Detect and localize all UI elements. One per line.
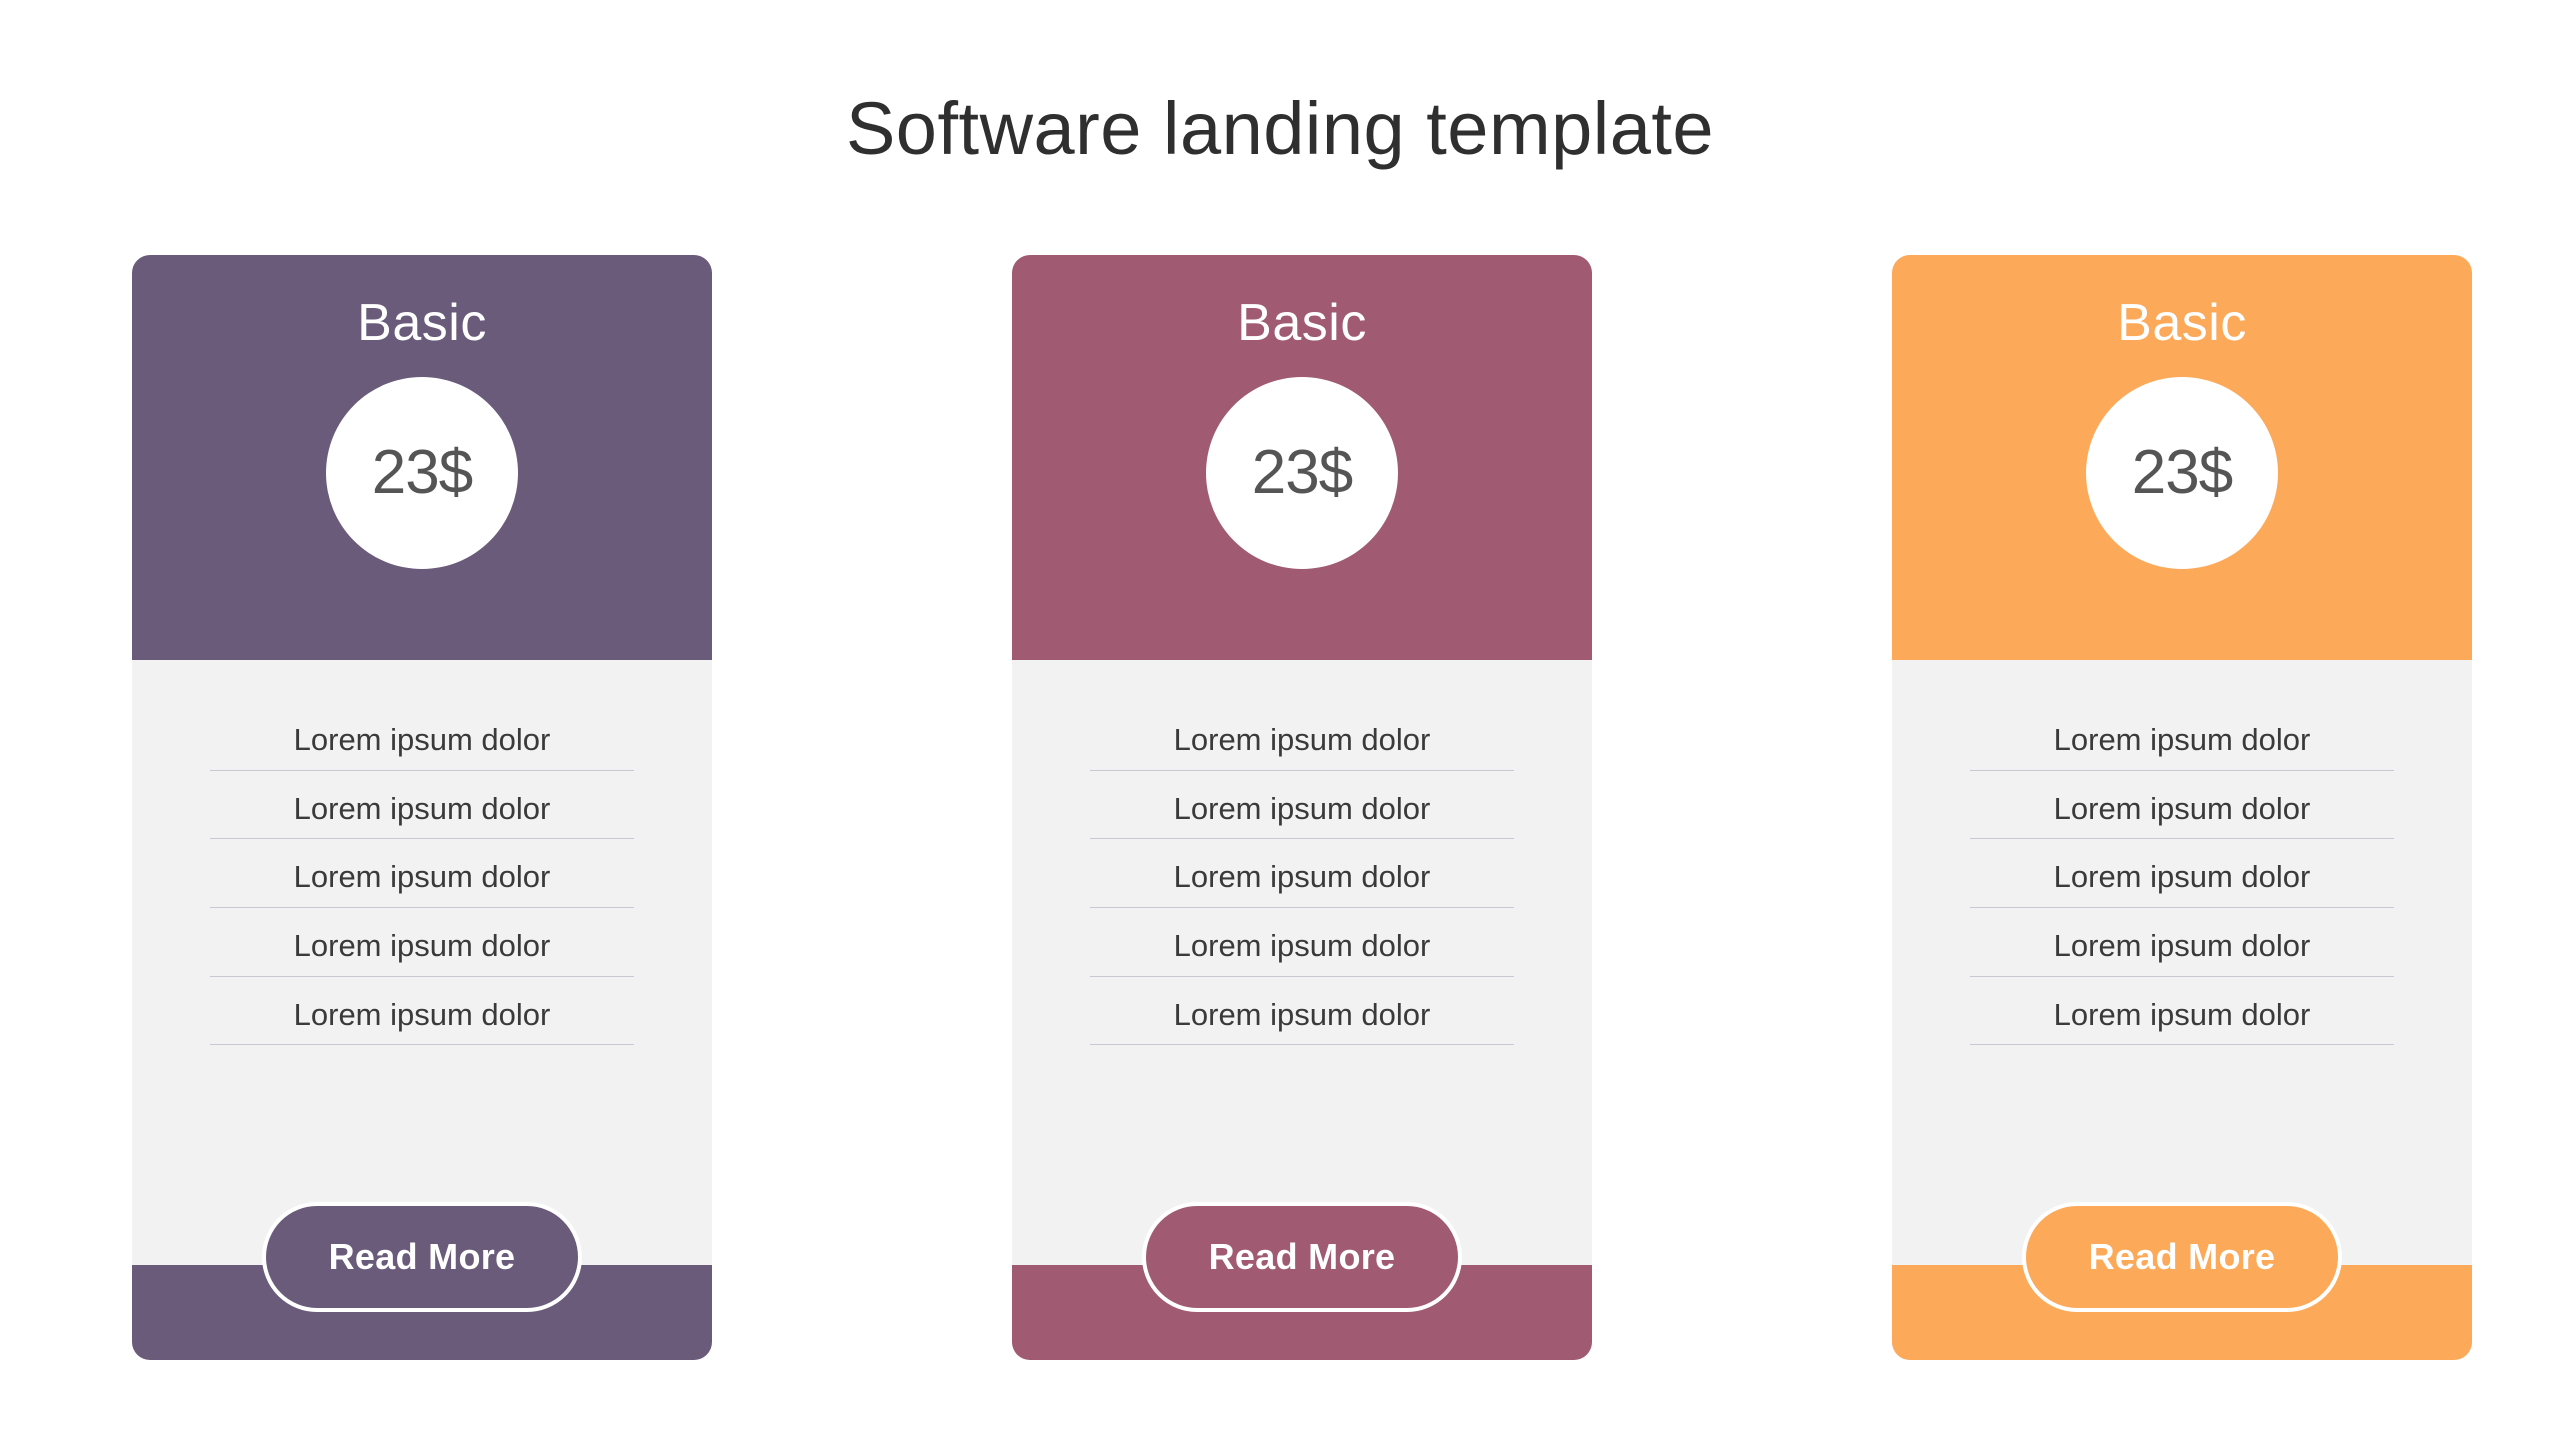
price-circle: 23$ xyxy=(1206,377,1398,569)
pricing-card: Basic 23$ Lorem ipsum dolor Lorem ipsum … xyxy=(1012,255,1592,1360)
feature-item: Lorem ipsum dolor xyxy=(1090,859,1514,908)
plan-name: Basic xyxy=(357,294,487,352)
price-value: 23$ xyxy=(2131,438,2233,507)
feature-item: Lorem ipsum dolor xyxy=(1970,928,2394,977)
feature-item: Lorem ipsum dolor xyxy=(210,722,634,771)
price-value: 23$ xyxy=(1251,438,1353,507)
feature-list: Lorem ipsum dolor Lorem ipsum dolor Lore… xyxy=(210,722,634,1065)
feature-item: Lorem ipsum dolor xyxy=(210,791,634,840)
card-header: Basic 23$ xyxy=(1892,255,2472,660)
feature-item: Lorem ipsum dolor xyxy=(1090,928,1514,977)
feature-item: Lorem ipsum dolor xyxy=(1090,791,1514,840)
plan-name: Basic xyxy=(1237,294,1367,352)
price-circle: 23$ xyxy=(326,377,518,569)
page-title: Software landing template xyxy=(845,87,1715,170)
plan-name: Basic xyxy=(2117,294,2247,352)
feature-item: Lorem ipsum dolor xyxy=(210,859,634,908)
pricing-cards-container: Basic 23$ Lorem ipsum dolor Lorem ipsum … xyxy=(132,255,2472,1360)
feature-list: Lorem ipsum dolor Lorem ipsum dolor Lore… xyxy=(1090,722,1514,1065)
feature-item: Lorem ipsum dolor xyxy=(1090,997,1514,1046)
feature-item: Lorem ipsum dolor xyxy=(210,928,634,977)
feature-item: Lorem ipsum dolor xyxy=(1970,722,2394,771)
card-header: Basic 23$ xyxy=(132,255,712,660)
card-body: Lorem ipsum dolor Lorem ipsum dolor Lore… xyxy=(1892,660,2472,1360)
read-more-button[interactable]: Read More xyxy=(1142,1202,1462,1312)
pricing-card: Basic 23$ Lorem ipsum dolor Lorem ipsum … xyxy=(132,255,712,1360)
feature-item: Lorem ipsum dolor xyxy=(1970,791,2394,840)
feature-item: Lorem ipsum dolor xyxy=(1970,997,2394,1046)
card-header: Basic 23$ xyxy=(1012,255,1592,660)
feature-item: Lorem ipsum dolor xyxy=(1090,722,1514,771)
price-circle: 23$ xyxy=(2086,377,2278,569)
feature-list: Lorem ipsum dolor Lorem ipsum dolor Lore… xyxy=(1970,722,2394,1065)
read-more-button[interactable]: Read More xyxy=(2022,1202,2342,1312)
read-more-button[interactable]: Read More xyxy=(262,1202,582,1312)
pricing-card: Basic 23$ Lorem ipsum dolor Lorem ipsum … xyxy=(1892,255,2472,1360)
feature-item: Lorem ipsum dolor xyxy=(1970,859,2394,908)
feature-item: Lorem ipsum dolor xyxy=(210,997,634,1046)
price-value: 23$ xyxy=(371,438,473,507)
